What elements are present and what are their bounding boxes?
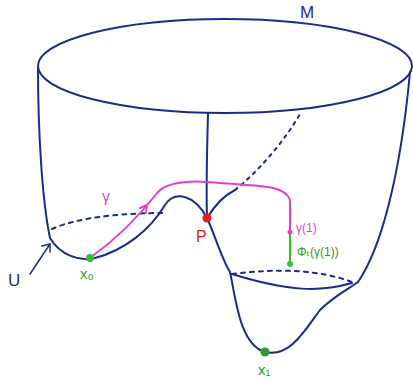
hidden-ridge bbox=[235, 114, 300, 190]
point bbox=[288, 230, 293, 235]
level-set bbox=[232, 271, 352, 282]
point bbox=[287, 261, 293, 267]
point-name: P bbox=[196, 228, 207, 246]
top-rim bbox=[38, 19, 412, 113]
point-name: Φₜ(γ(1)) bbox=[297, 246, 339, 259]
level-set bbox=[232, 274, 352, 289]
level-set bbox=[52, 213, 163, 229]
point-name: x₀ bbox=[80, 266, 94, 283]
right-side bbox=[358, 72, 410, 282]
point-name: γ(1) bbox=[296, 222, 317, 235]
ridge-line bbox=[207, 190, 235, 218]
leader-line bbox=[30, 244, 50, 274]
path-gamma bbox=[90, 181, 290, 258]
path-name: γ bbox=[102, 188, 110, 206]
surface-name: M bbox=[300, 4, 314, 23]
arrowhead bbox=[42, 244, 50, 252]
point bbox=[261, 348, 270, 357]
arrowhead bbox=[140, 205, 147, 213]
left-side bbox=[38, 68, 50, 238]
ridge-line bbox=[207, 113, 208, 218]
region-name: U bbox=[8, 272, 20, 291]
flow-segment bbox=[289, 233, 291, 263]
point bbox=[86, 254, 94, 262]
saddle-point bbox=[203, 214, 212, 223]
front-profile bbox=[50, 196, 358, 352]
point-name: x₁ bbox=[258, 362, 271, 379]
